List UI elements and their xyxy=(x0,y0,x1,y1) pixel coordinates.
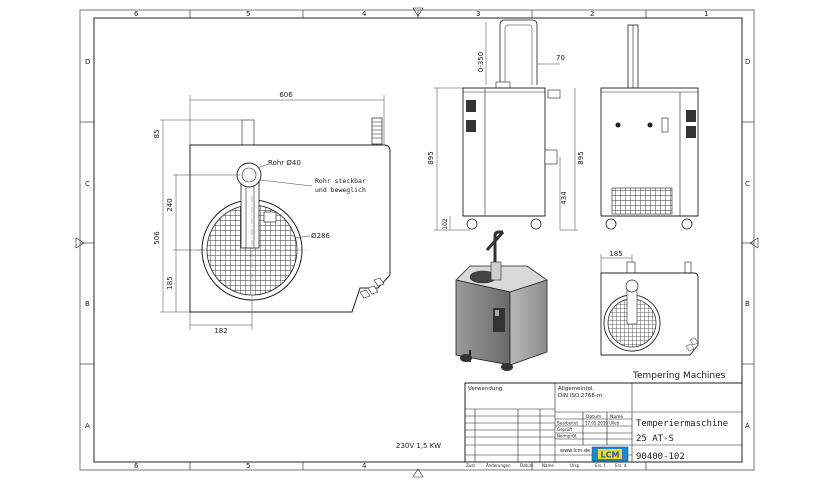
top-view: 606 85 240 506 185 182 Rohr Ø40 Rohr ste… xyxy=(153,91,391,335)
allgemeintol-label: Allgemeintol. xyxy=(558,386,594,392)
dim-85: 85 xyxy=(153,130,161,139)
center-mark-right xyxy=(749,237,759,249)
rev-label-ers-d: Ers. d. xyxy=(615,463,628,468)
dim-small-185: 185 xyxy=(609,250,622,258)
rev-label-zust: Zust. xyxy=(466,463,476,468)
row-label-b-right: B xyxy=(745,300,750,308)
rev-label-ers-f: Ers. f. xyxy=(595,463,606,468)
row-label-c-right: C xyxy=(745,180,750,188)
center-mark-top xyxy=(412,7,424,17)
rev-label-aenderungen: Änderungen xyxy=(486,463,511,468)
dim-895-right: 895 xyxy=(577,151,585,164)
col-label-5: 5 xyxy=(246,10,250,18)
dim-434: 434 xyxy=(560,191,568,205)
label-disc-diameter: Ø286 xyxy=(311,232,330,240)
center-mark-left xyxy=(75,237,85,249)
dim-895-left: 895 xyxy=(427,151,435,164)
switch-1 xyxy=(466,100,476,112)
small-top-view: 185 xyxy=(600,250,699,356)
dim-240: 240 xyxy=(166,198,174,211)
bearbeitet-label: Bearbeitet xyxy=(557,421,578,426)
name-header: Name xyxy=(610,414,624,420)
label-und-beweglich: und beweglich xyxy=(315,186,366,194)
dim-0-350: 0-350 xyxy=(477,52,485,72)
label-rohr-diameter: Rohr Ø40 xyxy=(268,159,301,167)
pipe-tube xyxy=(240,177,260,249)
col-label-5-bottom: 5 xyxy=(246,462,250,470)
lcm-logo-text: LCM xyxy=(601,451,620,460)
row-label-d-right: D xyxy=(745,58,750,66)
row-labels: D C B A D C B A xyxy=(85,58,750,430)
dim-185: 185 xyxy=(166,276,174,289)
bearbeitet-name: Ulleb xyxy=(609,421,620,426)
drawing-number: 90400-102 xyxy=(636,452,685,462)
electrical-spec: 230V 1,5 KW xyxy=(396,442,441,450)
geprueft-label: Geprüft xyxy=(557,427,573,432)
dim-70: 70 xyxy=(556,54,565,62)
row-label-a: A xyxy=(85,422,90,430)
dim-102: 102 xyxy=(442,218,449,230)
datum-header: Datum xyxy=(586,414,601,420)
col-label-6-bottom: 6 xyxy=(134,462,139,470)
rev-label-ursp: Ursp. xyxy=(570,463,580,468)
norm-label: DIN ISO 2768-m xyxy=(558,393,602,399)
wheel-front-left xyxy=(466,218,478,230)
col-label-1: 1 xyxy=(704,10,708,18)
isometric-view xyxy=(455,230,548,371)
wheel-front-right xyxy=(530,218,542,230)
rear-vent-grille xyxy=(611,187,673,215)
title-block: Tempering Machines Verwendung Allgemeint… xyxy=(464,371,743,468)
front-view: 0-350 70 895 102 895 434 xyxy=(427,19,585,231)
row-label-c: C xyxy=(85,180,90,188)
col-label-2: 2 xyxy=(590,10,594,18)
col-label-3: 3 xyxy=(476,10,480,18)
row-label-b: B xyxy=(85,300,90,308)
verwendung-label: Verwendung xyxy=(468,386,502,392)
rev-label-datum: Datum xyxy=(520,463,534,468)
title-line-2: 25 AT-S xyxy=(636,434,674,444)
col-label-6: 6 xyxy=(134,10,139,18)
dim-506: 506 xyxy=(153,231,161,245)
rev-label-name: Name xyxy=(542,463,554,468)
drawing-frame xyxy=(75,7,759,478)
filler-neck xyxy=(241,119,255,146)
lcm-logo: LCM xyxy=(591,446,629,462)
bearbeitet-date: 17.05.2010 xyxy=(585,421,608,426)
col-label-4: 4 xyxy=(362,10,367,18)
label-rohr-steckbar: Rohr steckbar xyxy=(315,177,366,185)
center-mark-bottom xyxy=(412,468,424,478)
side-outlet xyxy=(544,149,558,165)
switch-2 xyxy=(466,120,476,132)
column-labels: 6 5 4 3 2 1 6 5 4 xyxy=(134,10,708,470)
dim-width-606: 606 xyxy=(279,91,293,99)
side-valves xyxy=(359,277,385,299)
title-line-1: Temperiermaschine xyxy=(636,419,728,429)
col-label-4-bottom: 4 xyxy=(362,462,367,470)
rear-view xyxy=(600,24,699,230)
dim-182: 182 xyxy=(214,327,227,335)
row-label-d: D xyxy=(85,58,90,66)
connector-plug xyxy=(371,117,383,145)
product-line-label: Tempering Machines xyxy=(632,371,726,381)
front-body xyxy=(462,87,546,217)
top-view-body-outline xyxy=(189,144,391,313)
disc-handle xyxy=(263,211,277,223)
row-label-a-right: A xyxy=(745,422,750,430)
website-label: www.lcm.de xyxy=(560,448,590,454)
normpruef-label: Normprüf. xyxy=(557,434,577,439)
